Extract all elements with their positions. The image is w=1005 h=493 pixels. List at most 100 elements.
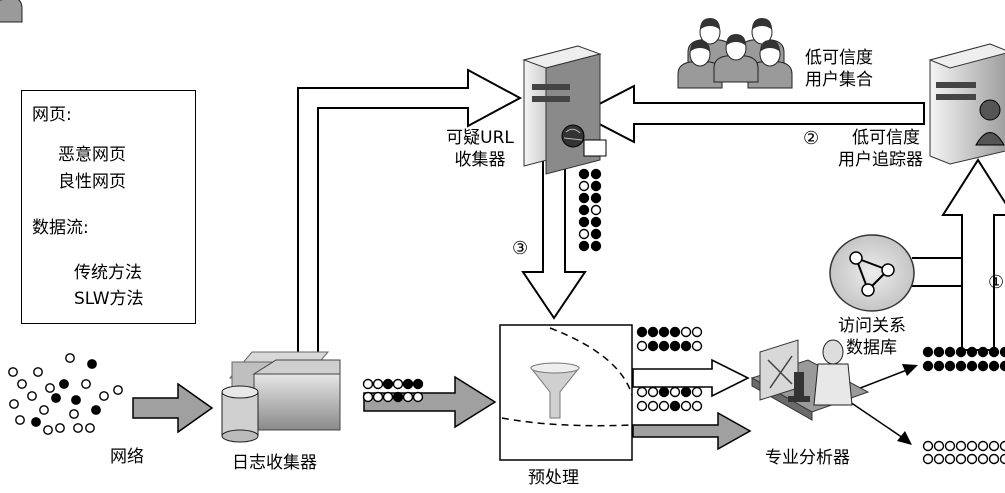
benign-dot — [404, 393, 413, 402]
benign-dot — [56, 424, 64, 432]
step-1-marker: ① — [988, 272, 1004, 293]
benign-dot — [374, 380, 383, 389]
benign-dot — [18, 380, 26, 388]
analyzer-to-benign-arrow — [850, 402, 912, 445]
malicious-dot — [52, 394, 60, 402]
benign-dot — [1001, 455, 1005, 464]
url-collector-server-icon — [524, 46, 606, 174]
access-db-icon — [830, 235, 914, 311]
malicious-dot — [404, 380, 413, 389]
malicious-dot — [580, 206, 589, 215]
malicious-dot — [580, 170, 589, 179]
benign-dot — [70, 410, 78, 418]
benign-dot — [34, 368, 42, 376]
benign-dot — [374, 393, 383, 402]
benign-dot — [693, 328, 702, 337]
malicious-dot — [92, 406, 100, 414]
benign-dot — [968, 455, 977, 464]
label-user-set-2: 用户集合 — [805, 70, 873, 91]
malicious-dot — [957, 362, 966, 371]
benign-dot — [44, 426, 52, 434]
benign-dot — [979, 455, 988, 464]
malicious-dot — [660, 342, 669, 351]
malicious-dot — [979, 362, 988, 371]
malicious-dot — [592, 218, 601, 227]
malicious-dot — [580, 194, 589, 203]
label-tracker-1: 低可信度 — [852, 128, 920, 149]
benign-dot — [40, 406, 48, 414]
slw-arrow-preprocess-to-analyzer — [633, 413, 750, 449]
legend-traditional-label: 传统方法 — [74, 263, 142, 283]
benign-dot — [82, 380, 90, 388]
benign-dot — [580, 182, 589, 191]
malicious-dot — [88, 360, 96, 368]
malicious-dot — [580, 218, 589, 227]
traditional-arrow-log-to-url — [298, 70, 520, 367]
malicious-dot — [592, 230, 601, 239]
benign-dot — [957, 455, 966, 464]
benign-dot — [968, 442, 977, 451]
slw-arrow-network-to-log — [133, 384, 212, 432]
benign-dot — [660, 402, 669, 411]
benign-dot — [9, 368, 17, 376]
malicious-dot — [660, 328, 669, 337]
malicious-dot — [924, 348, 933, 357]
benign-dot — [100, 392, 108, 400]
benign-dot — [74, 424, 82, 432]
benign-dot — [638, 402, 647, 411]
malicious-dot — [682, 388, 691, 397]
label-url-collector-1: 可疑URL — [430, 128, 530, 149]
malicious-dot — [1001, 362, 1005, 371]
malicious-dot — [414, 380, 423, 389]
legend-flow-title: 数据流: — [32, 218, 89, 238]
benign-dot — [414, 393, 423, 402]
benign-dot — [16, 416, 24, 424]
label-tracker-2: 用户追踪器 — [838, 150, 923, 171]
benign-dot — [671, 388, 680, 397]
malicious-dot — [649, 328, 658, 337]
label-preprocess: 预处理 — [528, 468, 579, 489]
benign-dot — [384, 393, 393, 402]
benign-dot — [935, 455, 944, 464]
malicious-dot — [592, 194, 601, 203]
benign-dot — [86, 424, 94, 432]
benign-dot — [46, 384, 54, 392]
benign-dot — [682, 328, 691, 337]
legend-slw-label: SLW方法 — [74, 289, 144, 309]
malicious-dot — [968, 348, 977, 357]
benign-dot — [114, 386, 122, 394]
malicious-dot — [592, 182, 601, 191]
malicious-dot — [671, 342, 680, 351]
malicious-dot — [946, 348, 955, 357]
benign-dot — [693, 388, 702, 397]
malicious-dot — [1001, 348, 1005, 357]
benign-dot — [638, 388, 647, 397]
benign-dot — [580, 230, 589, 239]
user-group-icon — [0, 0, 792, 88]
benign-dot — [924, 455, 933, 464]
tracker-server-icon — [930, 44, 1005, 164]
legend-benign-label: 良性网页 — [58, 172, 126, 192]
legend-box: 网页: 恶意网页 良性网页 数据流: 传统方法 SLW方法 — [21, 90, 196, 324]
benign-dot — [990, 455, 999, 464]
benign-dot — [946, 455, 955, 464]
benign-dot — [592, 206, 601, 215]
malicious-dot — [924, 362, 933, 371]
benign-dot — [946, 442, 955, 451]
malicious-dot — [935, 362, 944, 371]
malicious-dot — [72, 396, 80, 404]
malicious-dot — [990, 362, 999, 371]
malicious-dot — [968, 362, 977, 371]
benign-dot — [364, 380, 373, 389]
malicious-dot — [638, 328, 647, 337]
malicious-dot — [660, 388, 669, 397]
benign-dot — [649, 388, 658, 397]
preprocess-box — [500, 325, 632, 460]
benign-dot — [935, 442, 944, 451]
step-2-marker: ② — [803, 128, 819, 149]
benign-dot — [924, 442, 933, 451]
malicious-dot — [592, 170, 601, 179]
malicious-dot — [580, 242, 589, 251]
malicious-dot — [671, 328, 680, 337]
malicious-dot — [649, 342, 658, 351]
